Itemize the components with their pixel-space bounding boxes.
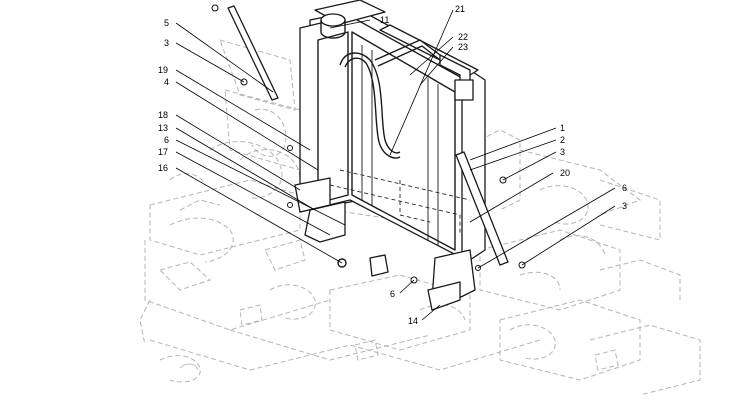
callout-5: 5 [164,18,169,28]
ghost-chassis [139,39,701,396]
callout-3: 3 [622,201,627,211]
leader-lines [175,9,616,321]
callout-2: 2 [560,135,565,145]
callout-labels: 5 3 19 4 18 13 6 17 16 11 21 22 23 1 2 3… [158,4,627,326]
callout-14: 14 [408,316,418,326]
callout-19: 19 [158,65,168,75]
callout-4: 4 [164,77,169,87]
callout-6: 6 [390,289,395,299]
callout-22: 22 [458,32,468,42]
callout-11: 11 [380,15,389,25]
callout-3: 3 [164,38,169,48]
callout-6: 6 [164,135,169,145]
callout-20: 20 [560,168,570,178]
callout-16: 16 [158,163,168,173]
callout-23: 23 [458,42,468,52]
callout-1: 1 [560,123,565,133]
callout-17: 17 [158,147,168,157]
callout-13: 13 [158,123,168,133]
callout-3: 3 [560,147,565,157]
callout-21: 21 [455,4,465,14]
callout-6: 6 [622,183,627,193]
radiator-assembly [211,0,526,311]
callout-18: 18 [158,110,168,120]
